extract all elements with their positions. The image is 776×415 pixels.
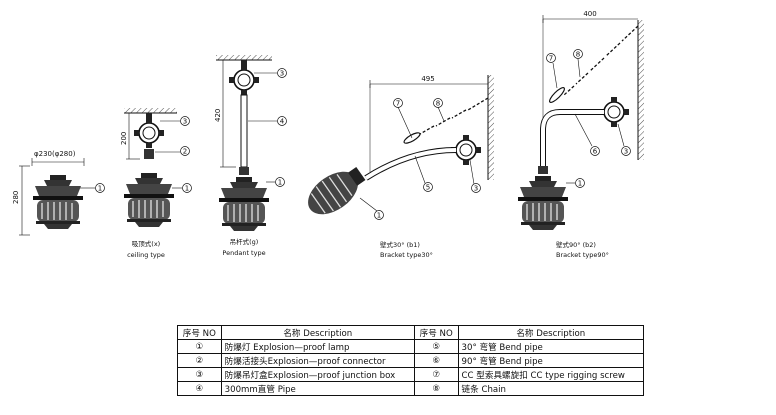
connector — [144, 149, 154, 159]
bracket30-type-figure: 495 7 8 3 5 1 壁式30° (b1) Bracket — [308, 75, 494, 259]
callout-6: 6 — [593, 148, 598, 156]
part-no: ⑧ — [413, 381, 459, 396]
part-no: ⑥ — [413, 353, 459, 368]
bend-pipe-90 — [540, 109, 604, 166]
bracket30-caption-en: Bracket type30° — [380, 251, 433, 259]
mount-height-dim: 200 — [120, 132, 128, 145]
part-description: 防爆吊灯盒Explosion—proof junction box — [220, 367, 415, 382]
explosion-proof-lamp — [517, 175, 569, 231]
ceiling-height-dim: 280 — [12, 191, 20, 204]
explosion-proof-lamp — [308, 166, 366, 215]
part-description: 链条 Chain — [457, 381, 645, 396]
chain — [405, 97, 489, 142]
ceiling-type-figure: 200 3 2 1 吸顶式(x) ceiling type — [120, 108, 192, 259]
rigging-screw — [549, 87, 565, 103]
header-description: 名称 Description — [220, 325, 415, 340]
parts-table: 序号 NO 名称 Description 序号 NO 名称 Descriptio… — [177, 325, 645, 396]
bracket30-caption-cn: 壁式30° (b1) — [380, 240, 420, 249]
callout-3: 3 — [280, 70, 284, 78]
callout-4: 4 — [280, 118, 285, 126]
bracket90-type-figure: 400 7 8 6 3 1 壁式90° (b2) Bracket type90° — [517, 10, 644, 259]
callout-8: 8 — [436, 100, 440, 108]
part-description: 防爆活接头Explosion—proof connector — [220, 353, 415, 368]
header-no: 序号 NO — [413, 325, 459, 340]
part-no: ① — [177, 339, 222, 354]
part-no: ⑤ — [413, 339, 459, 354]
pendant-type-figure: 420 3 4 1 吊杆式(g) Pendant type — [214, 55, 287, 257]
table-row: ② 防爆活接头Explosion—proof connector ⑥ 90° 弯… — [177, 353, 645, 368]
explosion-proof-lamp — [123, 172, 175, 228]
straight-pipe — [240, 94, 248, 168]
explosion-proof-lamp — [218, 176, 270, 232]
junction-box — [133, 117, 165, 149]
callout-5: 5 — [426, 184, 430, 192]
table-row: ③ 防爆吊灯盒Explosion—proof junction box ⑦ CC… — [177, 367, 645, 382]
callout-1: 1 — [578, 180, 582, 188]
header-description: 名称 Description — [457, 325, 645, 340]
callout-3: 3 — [624, 148, 628, 156]
part-no: ② — [177, 353, 222, 368]
callout-1: 1 — [185, 185, 189, 193]
part-no: ⑦ — [413, 367, 459, 382]
callout-3: 3 — [474, 185, 478, 193]
ceiling-lamp-figure: φ230(φ280) 280 1 — [12, 150, 105, 236]
junction-box — [228, 64, 260, 96]
callout-1: 1 — [278, 179, 282, 187]
pendant-caption-en: Pendant type — [222, 249, 265, 257]
bracket90-reach-dim: 400 — [583, 10, 596, 18]
part-description: 90° 弯管 Bend pipe — [457, 353, 645, 368]
callout-8: 8 — [576, 51, 580, 59]
part-description: 防爆灯 Explosion—proof lamp — [220, 339, 415, 354]
callout-1: 1 — [98, 185, 102, 193]
pipe-length-dim: 420 — [214, 109, 222, 122]
part-no: ③ — [177, 367, 222, 382]
header-no: 序号 NO — [177, 325, 222, 340]
bracket90-caption-en: Bracket type90° — [556, 251, 609, 259]
part-description: 300mm直管 Pipe — [220, 381, 415, 396]
bracket90-caption-cn: 壁式90° (b2) — [556, 240, 596, 249]
part-description: CC 型索具螺旋扣 CC type rigging screw — [457, 367, 645, 382]
bend-pipe-30 — [364, 147, 457, 181]
ceiling-caption-en: ceiling type — [127, 251, 165, 259]
callout-1: 1 — [377, 212, 381, 220]
explosion-proof-lamp — [32, 174, 84, 230]
pendant-caption-cn: 吊杆式(g) — [230, 237, 259, 246]
bracket30-reach-dim: 495 — [421, 75, 434, 83]
part-no: ④ — [177, 381, 222, 396]
callout-7: 7 — [549, 55, 553, 63]
table-header-row: 序号 NO 名称 Description 序号 NO 名称 Descriptio… — [177, 325, 645, 340]
table-row: ④ 300mm直管 Pipe ⑧ 链条 Chain — [177, 381, 645, 396]
ceiling-dia-dim: φ230(φ280) — [34, 150, 76, 158]
table-row: ① 防爆灯 Explosion—proof lamp ⑤ 30° 弯管 Bend… — [177, 339, 645, 354]
ceiling-caption-cn: 吸顶式(x) — [132, 239, 160, 248]
callout-7: 7 — [396, 100, 400, 108]
callout-2: 2 — [183, 148, 187, 156]
callout-3: 3 — [183, 118, 187, 126]
part-description: 30° 弯管 Bend pipe — [457, 339, 645, 354]
chain — [563, 25, 639, 96]
